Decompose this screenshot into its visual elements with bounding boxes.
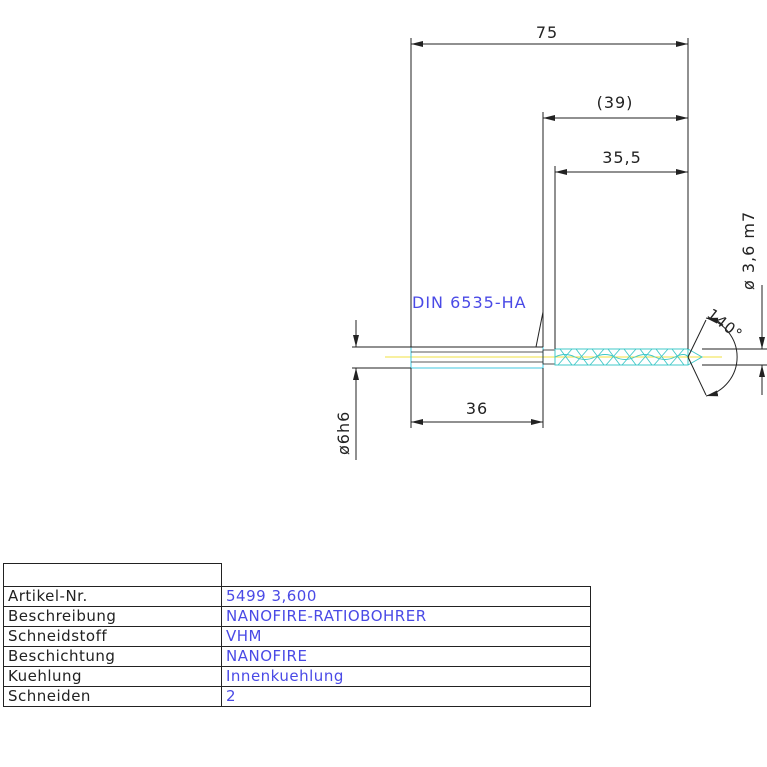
dimension-point-angle: 140° <box>687 305 747 397</box>
row-key: Kuehlung <box>3 666 222 687</box>
technical-drawing: 75 (39) 35,5 36 ø6h6 ø 3,6 m7 <box>334 23 767 460</box>
standard-label: DIN 6535-HA <box>412 293 527 312</box>
dimension-overall-length: 75 <box>410 23 689 349</box>
dimension-reference-length: (39) <box>542 93 688 347</box>
dimension-shank-length: 36 <box>410 368 544 428</box>
flute-helix <box>554 348 689 366</box>
row-key: Artikel-Nr. <box>3 586 222 607</box>
dim-overall-text: 75 <box>536 23 558 42</box>
dim-shank-text: 36 <box>466 399 488 418</box>
dim-flute-text: 35,5 <box>602 148 642 167</box>
row-key: Beschreibung <box>3 606 222 627</box>
row-value: VHM <box>221 626 591 647</box>
table-row: Beschreibung NANOFIRE-RATIOBOHRER <box>3 606 591 627</box>
dimension-flute-length: 35,5 <box>554 148 688 349</box>
drill-point <box>687 348 704 366</box>
dim-ref-text: (39) <box>597 93 634 112</box>
row-key: Schneidstoff <box>3 626 222 647</box>
row-value: Innenkuehlung <box>221 666 591 687</box>
row-key: Schneiden <box>3 686 222 707</box>
dimension-shank-diameter: ø6h6 <box>334 320 411 460</box>
row-value: 5499 3,600 <box>221 586 591 607</box>
row-value: NANOFIRE <box>221 646 591 667</box>
row-value: 2 <box>221 686 591 707</box>
table-header-row <box>3 563 591 587</box>
standard-label-group: DIN 6535-HA <box>412 293 544 348</box>
table-row: Beschichtung NANOFIRE <box>3 646 591 667</box>
row-value: NANOFIRE-RATIOBOHRER <box>221 606 591 627</box>
drill-body <box>385 346 722 369</box>
row-key: Beschichtung <box>3 646 222 667</box>
spec-table: Artikel-Nr. 5499 3,600 Beschreibung NANO… <box>3 563 591 707</box>
dim-dia-shank-text: ø6h6 <box>334 411 353 455</box>
table-header-spacer <box>221 563 591 587</box>
table-row: Kuehlung Innenkuehlung <box>3 666 591 687</box>
angle-text: 140° <box>704 305 747 344</box>
dim-dia-tool-text: ø 3,6 m7 <box>739 211 758 290</box>
table-header-cell <box>3 563 222 587</box>
table-row: Artikel-Nr. 5499 3,600 <box>3 586 591 607</box>
dimension-tool-diameter: ø 3,6 m7 <box>702 211 767 395</box>
table-row: Schneiden 2 <box>3 686 591 707</box>
table-row: Schneidstoff VHM <box>3 626 591 647</box>
